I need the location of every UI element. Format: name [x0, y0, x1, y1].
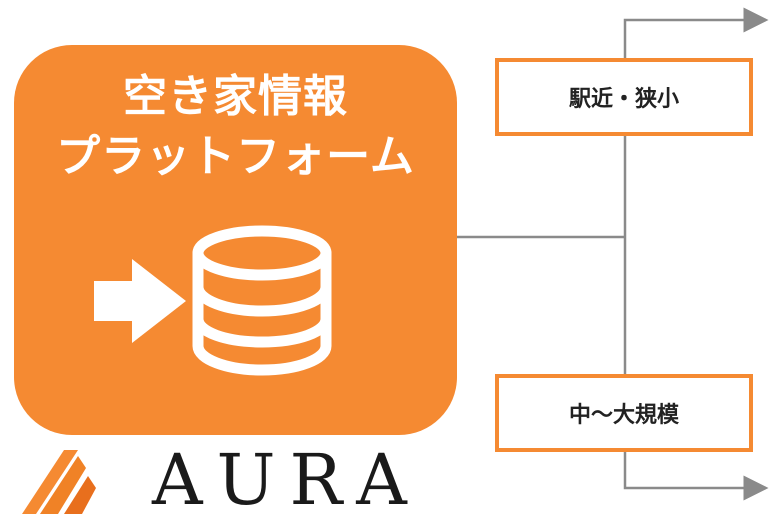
aura-triangle-logo-icon [22, 450, 96, 514]
brand-wordmark: AURA [152, 439, 421, 521]
platform-title-line2: プラットフォーム [56, 131, 415, 182]
platform-title-line1: 空き家情報 [123, 71, 348, 122]
connector-bottom-branch [623, 452, 769, 501]
platform-card: 空き家情報 プラットフォーム [14, 45, 457, 435]
database-import-icon [94, 225, 332, 376]
connector-top-branch [623, 7, 769, 58]
category-box-station-near-small: 駅近・狭小 [495, 58, 753, 136]
category-box-medium-large-scale: 中～大規模 [495, 374, 753, 452]
